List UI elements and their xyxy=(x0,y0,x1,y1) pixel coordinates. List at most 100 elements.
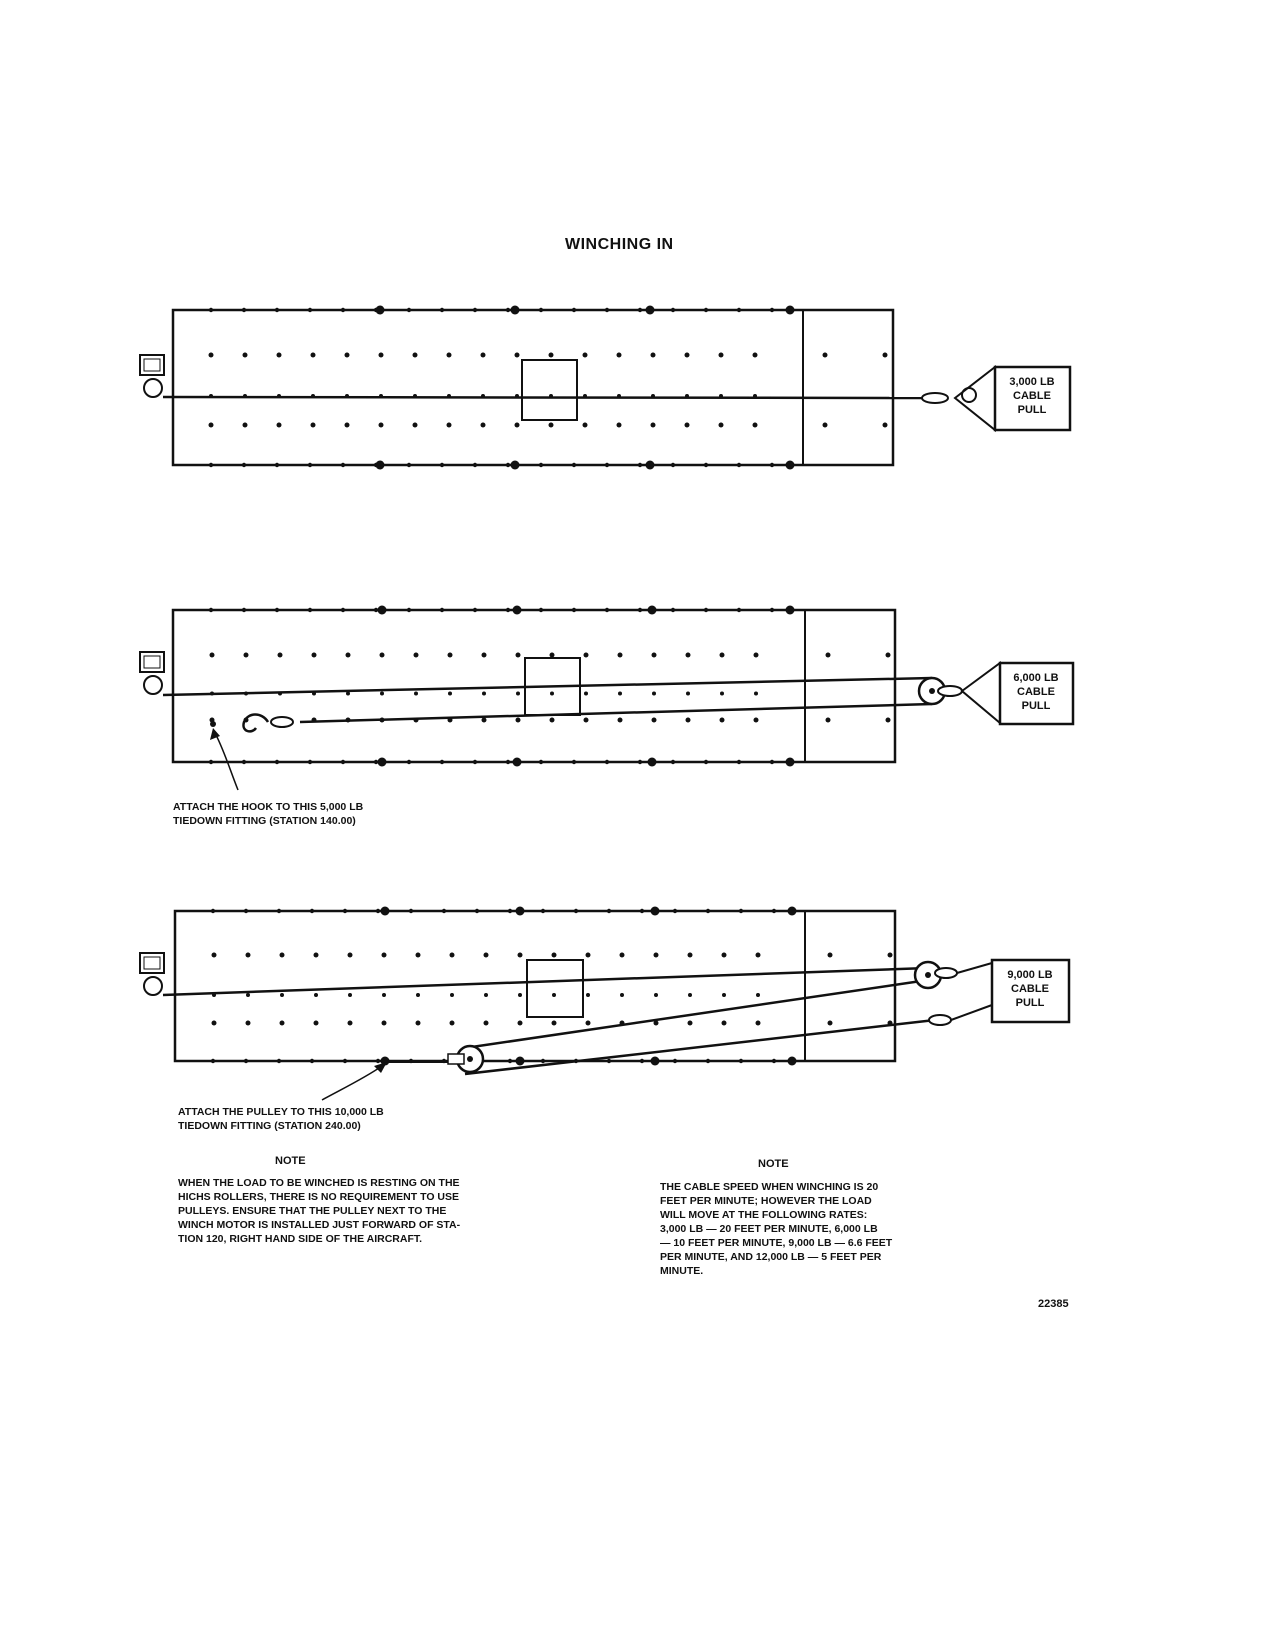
tiedown-fitting xyxy=(307,307,313,313)
tiedown-fitting xyxy=(571,607,577,613)
tiedown-fitting xyxy=(210,1058,216,1064)
cable-pull-box xyxy=(990,958,1071,1024)
tiedown-fitting xyxy=(276,908,282,914)
figure-number: 22385 xyxy=(1038,1298,1069,1310)
tiedown-fitting xyxy=(515,1056,525,1066)
tiedown-fitting xyxy=(617,717,623,723)
tiedown-fitting xyxy=(507,1058,513,1064)
tiedown-fitting xyxy=(482,691,486,696)
tiedown-fitting xyxy=(449,1020,455,1026)
tiedown-fitting xyxy=(538,307,544,313)
tiedown-fitting xyxy=(718,422,724,428)
tiedown-fitting xyxy=(736,462,742,468)
tiedown-fitting xyxy=(650,906,660,916)
note-line: THE CABLE SPEED WHEN WINCHING IS 20 xyxy=(660,1181,879,1193)
tiedown-fitting xyxy=(208,422,214,428)
tiedown-fitting xyxy=(345,652,351,658)
winch-cable xyxy=(162,676,933,697)
tiedown-fitting xyxy=(242,422,248,428)
tiedown-fitting xyxy=(344,352,350,358)
pull-label-line: CABLE xyxy=(1017,686,1055,698)
note-line: HICHS ROLLERS, THERE IS NO REQUIREMENT T… xyxy=(178,1191,459,1203)
tiedown-fitting xyxy=(585,952,591,958)
tiedown-fitting xyxy=(505,759,511,765)
return-cable xyxy=(464,978,929,1050)
tiedown-fitting xyxy=(705,908,711,914)
tiedown-fitting xyxy=(604,607,610,613)
tiedown-fitting xyxy=(752,352,758,358)
tiedown-fitting xyxy=(241,462,247,468)
tiedown-fitting xyxy=(606,908,612,914)
tiedown-fitting xyxy=(380,906,390,916)
panel-3-floor-plan: 9,000 LB CABLE PULL xyxy=(139,906,1071,1101)
tiedown-fitting xyxy=(441,908,447,914)
tiedown-fitting xyxy=(406,607,412,613)
tiedown-fitting xyxy=(583,717,589,723)
tiedown-fitting xyxy=(245,1020,251,1026)
tiedown-fitting xyxy=(618,691,622,696)
tiedown-fitting xyxy=(274,607,280,613)
note-line: PER MINUTE, AND 12,000 LB — 5 FEET PER xyxy=(660,1251,882,1263)
tiedown-fitting xyxy=(639,1058,645,1064)
tiedown-fitting xyxy=(313,952,319,958)
tiedown-fitting xyxy=(571,462,577,468)
tiedown-fitting xyxy=(771,1058,777,1064)
callout-leader xyxy=(321,1065,383,1101)
tiedown-fitting xyxy=(211,1020,217,1026)
tiedown-fitting xyxy=(887,952,893,958)
tiedown-fitting xyxy=(586,993,590,997)
tiedown-fitting xyxy=(515,652,521,658)
return-cable xyxy=(464,1018,936,1076)
tiedown-fitting xyxy=(637,307,643,313)
tiedown-fitting xyxy=(885,652,891,658)
tiedown-fitting xyxy=(472,759,478,765)
tiedown-fitting xyxy=(379,652,385,658)
tiedown-fitting xyxy=(210,721,216,727)
tiedown-fitting xyxy=(280,993,284,997)
note-body: THE CABLE SPEED WHEN WINCHING IS 20 FEET… xyxy=(660,1180,892,1278)
tiedown-fitting xyxy=(719,652,725,658)
tiedown-fitting xyxy=(446,422,452,428)
tiedown-fitting xyxy=(246,993,250,997)
pull-label-line: PULL xyxy=(1016,997,1045,1009)
tiedown-fitting xyxy=(340,307,346,313)
tiedown-fitting xyxy=(651,652,657,658)
winch-icon xyxy=(139,354,165,398)
tiedown-fitting xyxy=(381,952,387,958)
pull-label-line: 6,000 LB xyxy=(1013,672,1058,684)
tiedown-fitting xyxy=(753,717,759,723)
note-line: FEET PER MINUTE; HOWEVER THE LOAD xyxy=(660,1195,872,1207)
tiedown-fitting xyxy=(551,952,557,958)
tiedown-fitting xyxy=(505,462,511,468)
tiedown-fitting xyxy=(307,759,313,765)
tiedown-fitting xyxy=(616,422,622,428)
tiedown-fitting xyxy=(785,305,795,315)
tiedown-fitting xyxy=(439,307,445,313)
tiedown-fitting xyxy=(208,607,214,613)
tiedown-fitting xyxy=(736,307,742,313)
tiedown-fitting xyxy=(549,652,555,658)
tiedown-fitting xyxy=(585,1020,591,1026)
tiedown-fitting xyxy=(582,352,588,358)
tiedown-fitting xyxy=(548,352,554,358)
tiedown-fitting xyxy=(279,1020,285,1026)
tiedown-fitting xyxy=(550,691,554,696)
tiedown-fitting xyxy=(512,605,522,615)
return-cable xyxy=(299,702,933,724)
tiedown-fitting xyxy=(670,607,676,613)
tiedown-fitting xyxy=(415,1020,421,1026)
tiedown-fitting xyxy=(210,908,216,914)
tiedown-fitting xyxy=(483,952,489,958)
tiedown-fitting xyxy=(378,422,384,428)
tiedown-fitting xyxy=(276,422,282,428)
tiedown-fitting xyxy=(211,952,217,958)
tiedown-fitting xyxy=(647,757,657,767)
tiedown-fitting xyxy=(571,759,577,765)
tiedown-fitting xyxy=(703,462,709,468)
tiedown-fitting xyxy=(472,462,478,468)
tiedown-fitting xyxy=(771,908,777,914)
pull-label-line: 3,000 LB xyxy=(1009,376,1054,388)
tiedown-fitting xyxy=(241,307,247,313)
tiedown-fitting xyxy=(787,906,797,916)
winch-icon xyxy=(139,651,165,695)
